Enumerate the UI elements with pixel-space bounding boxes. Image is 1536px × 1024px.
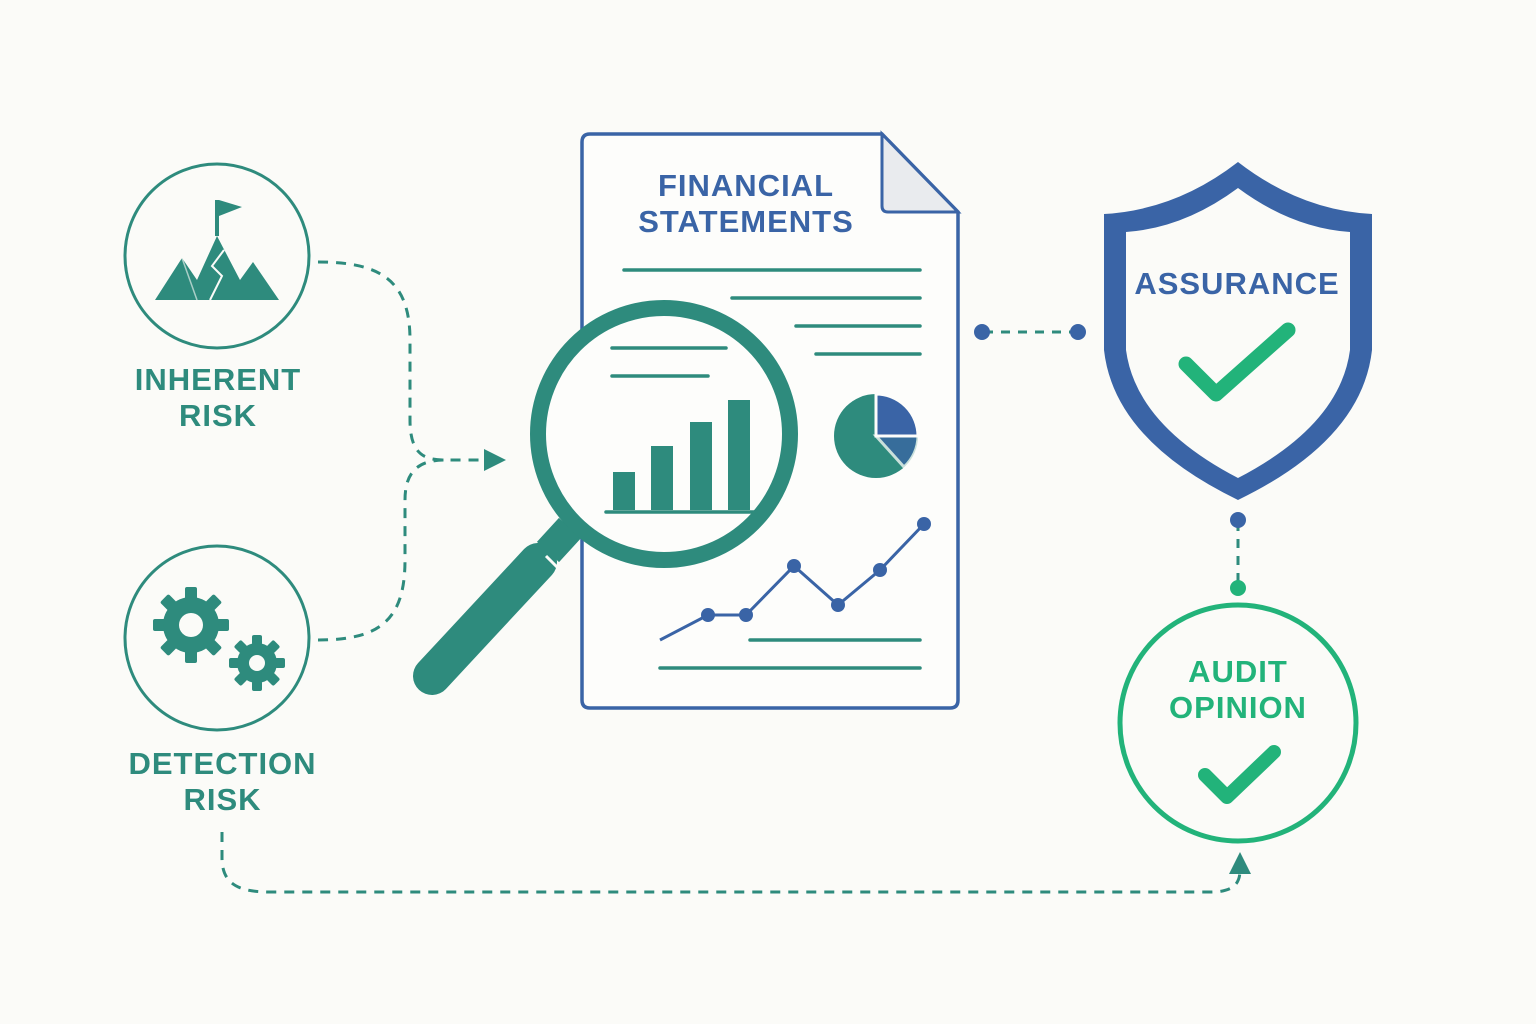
inherent-risk-label-line1: INHERENT <box>134 362 302 397</box>
connector-inherent-to-statements <box>317 260 488 462</box>
detection-risk-node <box>123 544 311 732</box>
connector-detection-to-statements <box>317 458 446 642</box>
arrow-head-audit-opinion <box>1229 852 1251 874</box>
connector-dot-end <box>1070 324 1086 340</box>
audit-opinion-label-line1: AUDIT <box>1188 654 1288 689</box>
large-gear-icon <box>153 587 229 663</box>
audit-opinion-node <box>1117 602 1359 844</box>
assurance-node <box>1104 162 1372 500</box>
check-icon <box>1198 745 1281 804</box>
connector-dot-bottom <box>1230 580 1246 596</box>
magnifying-glass-icon <box>413 300 798 695</box>
document-fold <box>880 130 962 214</box>
inherent-risk-label-line2: RISK <box>178 397 258 433</box>
line-chart-icon <box>659 517 931 642</box>
detection-risk-label-line2: RISK <box>183 781 262 817</box>
small-gear-icon <box>229 635 285 691</box>
document-text-lines <box>622 268 922 670</box>
connector-assurance-to-audit-opinion <box>1230 512 1246 596</box>
magnifier-handle <box>413 543 557 695</box>
financial-statements-title-line1: FINANCIAL <box>657 168 835 203</box>
audit-opinion-label: AUDIT OPINION <box>1132 654 1344 725</box>
magnifier-text-lines <box>604 346 760 514</box>
financial-statements-title: FINANCIAL STATEMENTS <box>600 168 892 239</box>
inherent-risk-node <box>123 162 311 350</box>
connector-detection-to-audit-opinion <box>220 832 1242 894</box>
arrow-head-statements <box>484 449 506 471</box>
bar-chart-icon <box>613 400 750 510</box>
detection-risk-label-line1: DETECTION <box>128 746 317 781</box>
connector-statements-to-assurance <box>974 324 1086 340</box>
detection-risk-label: DETECTION RISK <box>110 746 335 817</box>
mountain-flag-icon <box>155 200 279 301</box>
audit-opinion-label-line2: OPINION <box>1169 689 1307 725</box>
inherent-risk-label: INHERENT RISK <box>108 362 328 433</box>
gears-icon <box>153 587 285 691</box>
magnifier-neck <box>536 517 582 563</box>
assurance-label: ASSURANCE <box>1120 266 1354 302</box>
shield-check-icon <box>1178 322 1296 402</box>
magnifier-lens <box>530 300 798 568</box>
financial-statements-title-line2: STATEMENTS <box>638 203 854 239</box>
connector-dot-top <box>1230 512 1246 528</box>
assurance-label-text: ASSURANCE <box>1134 266 1340 301</box>
pie-chart-icon <box>834 392 920 478</box>
connector-dot-start <box>974 324 990 340</box>
